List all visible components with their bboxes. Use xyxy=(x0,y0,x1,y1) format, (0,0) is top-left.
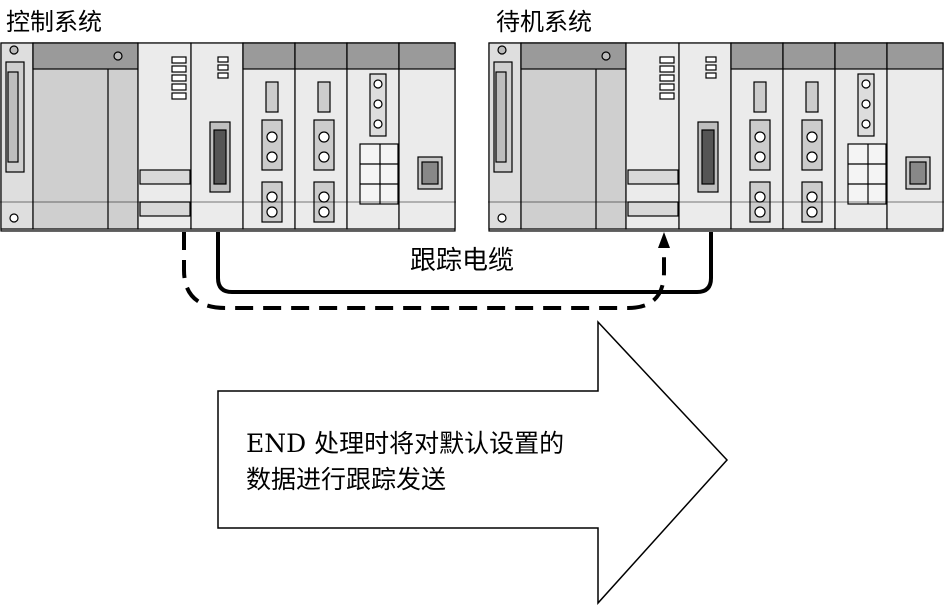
arrow-description-line-1: END 处理时将对默认设置的 xyxy=(246,429,565,458)
arrow-description-line-2: 数据进行跟踪发送 xyxy=(246,465,447,494)
data-flow-dashed-line xyxy=(182,232,666,310)
data-flow-arrowhead xyxy=(658,232,670,248)
tracking-cable-label: 跟踪电缆 xyxy=(410,246,515,276)
control-system-plc-rack xyxy=(0,42,456,232)
standby-system-title: 待机系统 xyxy=(496,8,592,36)
standby-system-plc-rack xyxy=(488,42,944,232)
control-system-title: 控制系统 xyxy=(6,8,102,36)
large-right-arrow xyxy=(217,320,729,605)
arrow-description: END 处理时将对默认设置的 数据进行跟踪发送 xyxy=(246,426,564,498)
tracking-cable xyxy=(216,232,713,294)
